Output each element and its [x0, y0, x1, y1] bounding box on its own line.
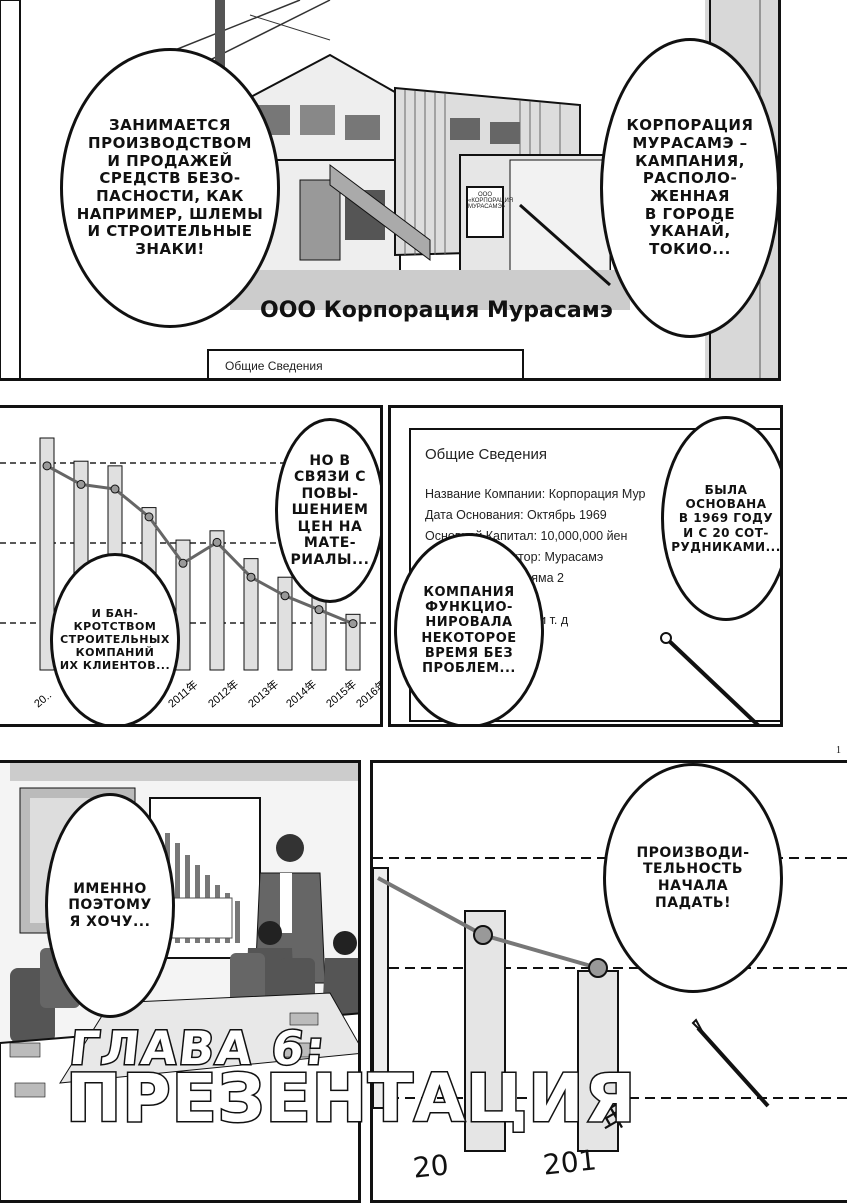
speech-text: ЗАНИМАЕТСЯ ПРОИЗВОДСТВОМ И ПРОДАЖЕЙ СРЕД…: [76, 116, 264, 259]
speech-text: БЫЛА ОСНОВАНА В 1969 ГОДУ И С 20 СОТ- РУ…: [671, 483, 781, 554]
chart-point: [42, 461, 52, 471]
speech-text: КОМПАНИЯ ФУНКЦИО- НИРОВАЛА НЕКОТОРОЕ ВРЕ…: [421, 584, 517, 677]
pointer-stick: [660, 632, 760, 724]
tick-label: 2015年: [323, 677, 359, 711]
page-number: 1: [836, 745, 841, 756]
tick-label: 2016年: [353, 677, 383, 711]
speech-text: И БАН- КРОТСТВОМ СТРОИТЕЛЬНЫХ КОМПАНИЙ И…: [59, 607, 171, 672]
speech-bubble-founded: БЫЛА ОСНОВАНА В 1969 ГОДУ И С 20 СОТ- РУ…: [661, 416, 781, 621]
speech-text: КОРПОРАЦИЯ МУРАСАМЭ – КАМПАНИЯ, РАСПОЛО-…: [626, 116, 754, 259]
chart-bar: [464, 910, 506, 1152]
speech-text: ИМЕННО ПОЭТОМУ Я ХОЧУ...: [68, 880, 152, 930]
tick-label: 20..: [32, 689, 54, 710]
company-name-caption: ООО Корпорация Мурасамэ: [260, 298, 613, 323]
overview-title: Общие Сведения: [425, 446, 548, 463]
chart-bar: [373, 867, 389, 1109]
closeup-chart: [373, 857, 847, 1152]
chart-point: [588, 958, 608, 978]
tick-label: 2014年: [283, 677, 319, 711]
tick-label: 2012年: [205, 677, 241, 711]
chart-bar: [243, 558, 259, 671]
chart-bar: [209, 530, 225, 671]
speech-bubble-productivity: ПРОИЗВОДИ- ТЕЛЬНОСТЬ НАЧАЛА ПАДАТЬ!: [603, 763, 783, 993]
chart-bar: [277, 576, 293, 671]
panel-company-overview: Общие Сведения Название Компании: Корпор…: [388, 405, 783, 727]
tick-label: 2013年: [245, 677, 281, 711]
speech-bubble-location: КОРПОРАЦИЯ МУРАСАМЭ – КАМПАНИЯ, РАСПОЛО-…: [600, 38, 778, 338]
chart-bar: [345, 613, 361, 671]
chart-point: [246, 572, 256, 582]
meeting-room-illustration: [0, 763, 358, 1200]
speech-text: НО В СВЯЗИ С ПОВЫ- ШЕНИЕМ ЦЕН НА МАТЕ- Р…: [290, 452, 370, 568]
speech-bubble-presenter: ИМЕННО ПОЭТОМУ Я ХОЧУ...: [45, 793, 175, 1018]
panel-company-building: ООО «КОРПОРАЦИЯ МУРАСАМЭ» ЗАНИМАЕТСЯ ПРО…: [0, 0, 781, 381]
chart-point: [473, 925, 493, 945]
chart-point: [76, 479, 86, 489]
speech-bubble-materials: НО В СВЯЗИ С ПОВЫ- ШЕНИЕМ ЦЕН НА МАТЕ- Р…: [275, 418, 380, 603]
panel-productivity-chart: 20 201 年 ПРОИЗВОДИ- ТЕЛЬНОСТЬ НАЧАЛА ПАД…: [370, 760, 847, 1203]
chart-bar: [39, 437, 55, 671]
speech-bubble-products: ЗАНИМАЕТСЯ ПРОИЗВОДСТВОМ И ПРОДАЖЕЙ СРЕД…: [60, 48, 280, 328]
chart-point: [348, 619, 358, 629]
chart-point: [110, 484, 120, 494]
chart-point: [280, 591, 290, 601]
tick-year-b: 201: [541, 1143, 599, 1182]
company-sign: ООО «КОРПОРАЦИЯ МУРАСАМЭ»: [466, 186, 513, 238]
chart-point: [314, 605, 324, 615]
chart-point: [144, 512, 154, 522]
screen-label: Общие Сведения: [225, 359, 323, 373]
panel-meeting-room: ИМЕННО ПОЭТОМУ Я ХОЧУ... ГЛАВА 6:: [0, 760, 361, 1203]
chart-bar: [577, 970, 619, 1152]
speech-bubble-functioned: КОМПАНИЯ ФУНКЦИО- НИРОВАЛА НЕКОТОРОЕ ВРЕ…: [394, 533, 544, 724]
chapter-title: ПРЕЗЕНТАЦИЯ: [64, 1059, 637, 1139]
chart-point: [212, 537, 222, 547]
speech-text: ПРОИЗВОДИ- ТЕЛЬНОСТЬ НАЧАЛА ПАДАТЬ!: [636, 844, 750, 911]
speech-bubble-bankruptcy: И БАН- КРОТСТВОМ СТРОИТЕЛЬНЫХ КОМПАНИЙ И…: [50, 553, 180, 724]
overview-line: Дата Основания: Октябрь 1969: [425, 508, 607, 522]
overview-line: Название Компании: Корпорация Мур: [425, 487, 646, 501]
chart-line: [46, 464, 354, 625]
tick-year-a: 20: [411, 1148, 451, 1185]
chart-point: [178, 558, 188, 568]
